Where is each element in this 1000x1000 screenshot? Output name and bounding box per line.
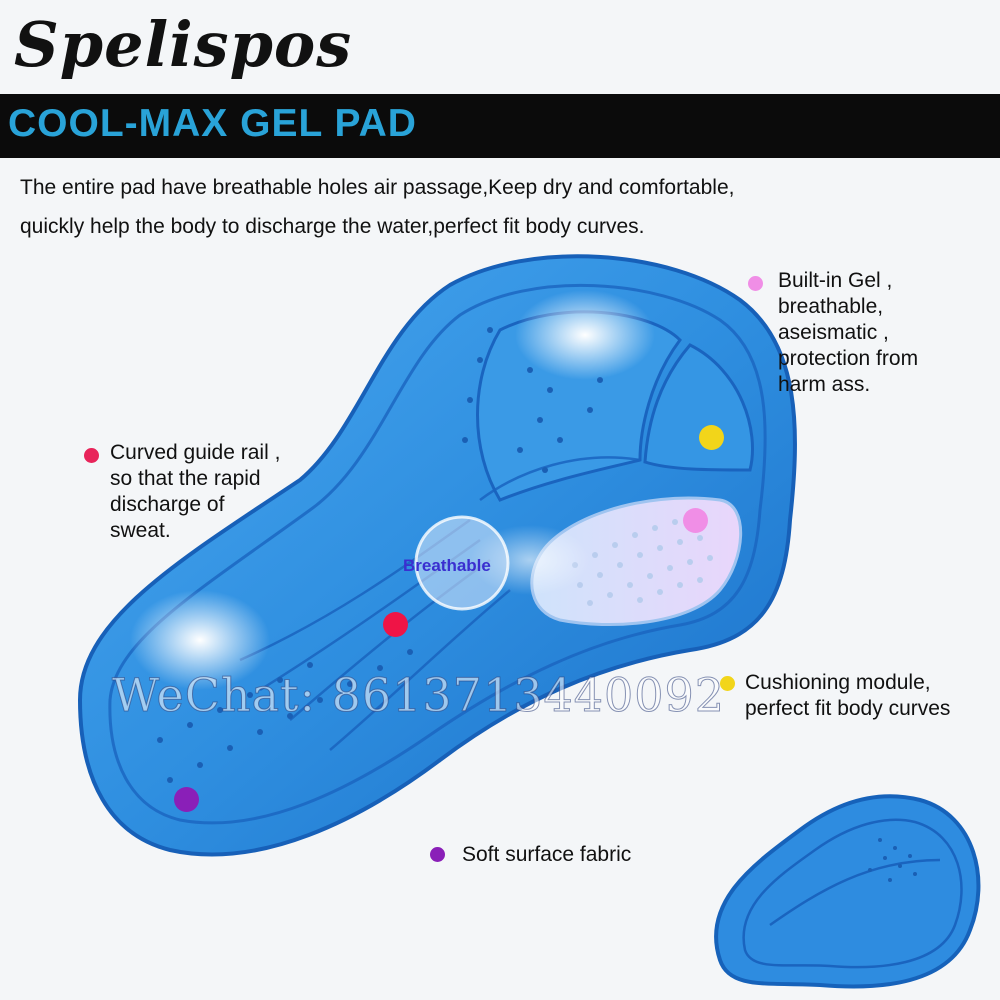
title-banner: COOL-MAX GEL PAD — [0, 94, 1000, 158]
breathable-bubble — [414, 515, 510, 611]
callout-gel-line: breathable, — [778, 295, 884, 318]
marker-red-rail — [383, 612, 408, 637]
callout-gel-line: aseismatic , — [778, 321, 889, 344]
callout-gel-line: Built-in Gel , — [778, 269, 893, 292]
callout-rail-line: so that the rapid — [110, 467, 261, 490]
breathable-label: Breathable — [403, 556, 491, 575]
callout-cushion-line: Cushioning module, — [745, 671, 931, 694]
callout-rail-line: sweat. — [110, 519, 171, 542]
callout-cushion-dot — [720, 676, 735, 691]
banner-title: COOL-MAX GEL PAD — [8, 102, 417, 145]
intro-text: The entire pad have breathable holes air… — [20, 168, 980, 246]
callout-gel: Built-in Gel , breathable, aseismatic , … — [778, 268, 918, 398]
intro-line-2: quickly help the body to discharge the w… — [20, 215, 645, 238]
watermark: WeChat: 8613713440092 — [111, 668, 726, 723]
callout-rail: Curved guide rail , so that the rapid di… — [110, 440, 280, 544]
callout-gel-line: harm ass. — [778, 373, 871, 396]
callout-gel-dot — [748, 276, 763, 291]
marker-yellow-gel — [699, 425, 724, 450]
small-pad-photo — [714, 794, 981, 989]
callout-rail-dot — [84, 448, 99, 463]
brand-logo: Spelispos — [14, 8, 353, 81]
callout-cushion: Cushioning module, perfect fit body curv… — [745, 670, 950, 722]
callout-gel-line: protection from — [778, 347, 919, 370]
callout-fabric-line: Soft surface fabric — [462, 843, 632, 866]
callout-rail-line: Curved guide rail , — [110, 441, 281, 464]
intro-line-1: The entire pad have breathable holes air… — [20, 176, 735, 199]
marker-pink-gel — [683, 508, 708, 533]
marker-purple-fabric — [174, 787, 199, 812]
pad-inner-rim — [108, 283, 767, 825]
callout-fabric: Soft surface fabric — [462, 842, 631, 868]
callout-fabric-dot — [430, 847, 445, 862]
callout-rail-line: discharge of — [110, 493, 225, 516]
callout-cushion-line: perfect fit body curves — [745, 697, 951, 720]
